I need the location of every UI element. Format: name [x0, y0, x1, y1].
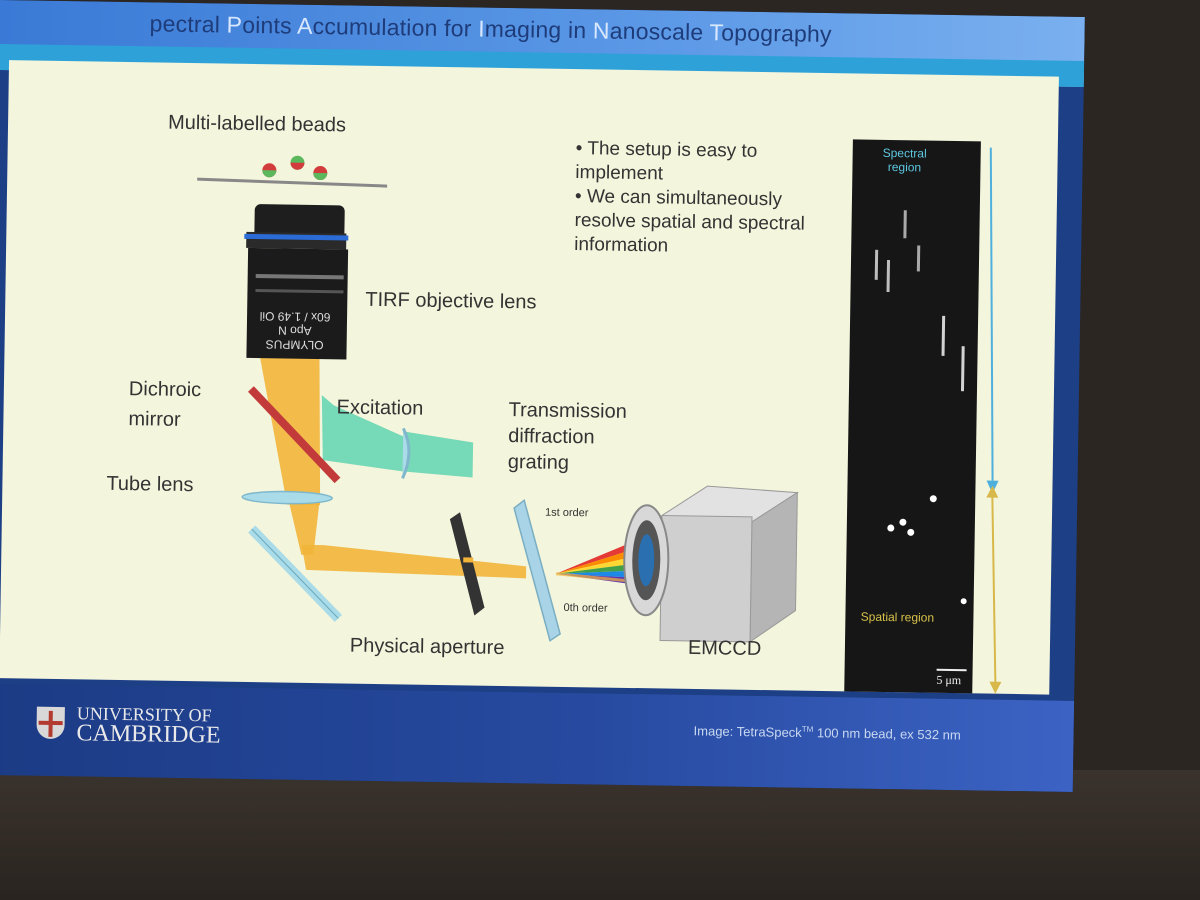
tube-lens-icon [241, 490, 333, 505]
footer-band: UNIVERSITY OF CAMBRIDGE Image: TetraSpec… [0, 683, 1075, 792]
diffraction-grating-icon [513, 499, 561, 642]
excitation-beam [321, 395, 474, 478]
projection-screen: pectral Points Accumulation for Imaging … [0, 0, 1085, 792]
crest-icon [36, 706, 65, 740]
spectral-streaks [874, 210, 965, 392]
slide-title: pectral Points Accumulation for Imaging … [149, 10, 832, 48]
objective-lens-icon: 60x / 1.49 Oil Apo N OLYMPUS [244, 204, 349, 360]
microscopy-image-panel: Spectral region Spatial region [844, 139, 981, 694]
room-floor [0, 770, 1200, 900]
physical-aperture-icon [449, 512, 485, 616]
university-line2: CAMBRIDGE [76, 720, 221, 749]
region-arrows [986, 147, 1002, 694]
bead-icon [262, 155, 328, 181]
objective-brand-text: OLYMPUS [266, 337, 324, 352]
objective-spec-text: 60x / 1.49 Oil [260, 309, 331, 324]
optical-setup-diagram: 60x / 1.49 Oil Apo N OLYMPUS [197, 155, 799, 643]
sample-stage [197, 177, 388, 188]
dichroic-mirror-icon [248, 386, 341, 484]
slide-content: 60x / 1.49 Oil Apo N OLYMPUS [0, 60, 1059, 695]
image-credit: Image: TetraSpeckTM 100 nm bead, ex 532 … [693, 723, 961, 743]
spatial-beads [887, 495, 981, 640]
emccd-camera-icon [623, 485, 799, 643]
objective-model-text: Apo N [278, 323, 312, 338]
bead-image [874, 210, 981, 640]
excitation-lens-icon [401, 427, 411, 480]
